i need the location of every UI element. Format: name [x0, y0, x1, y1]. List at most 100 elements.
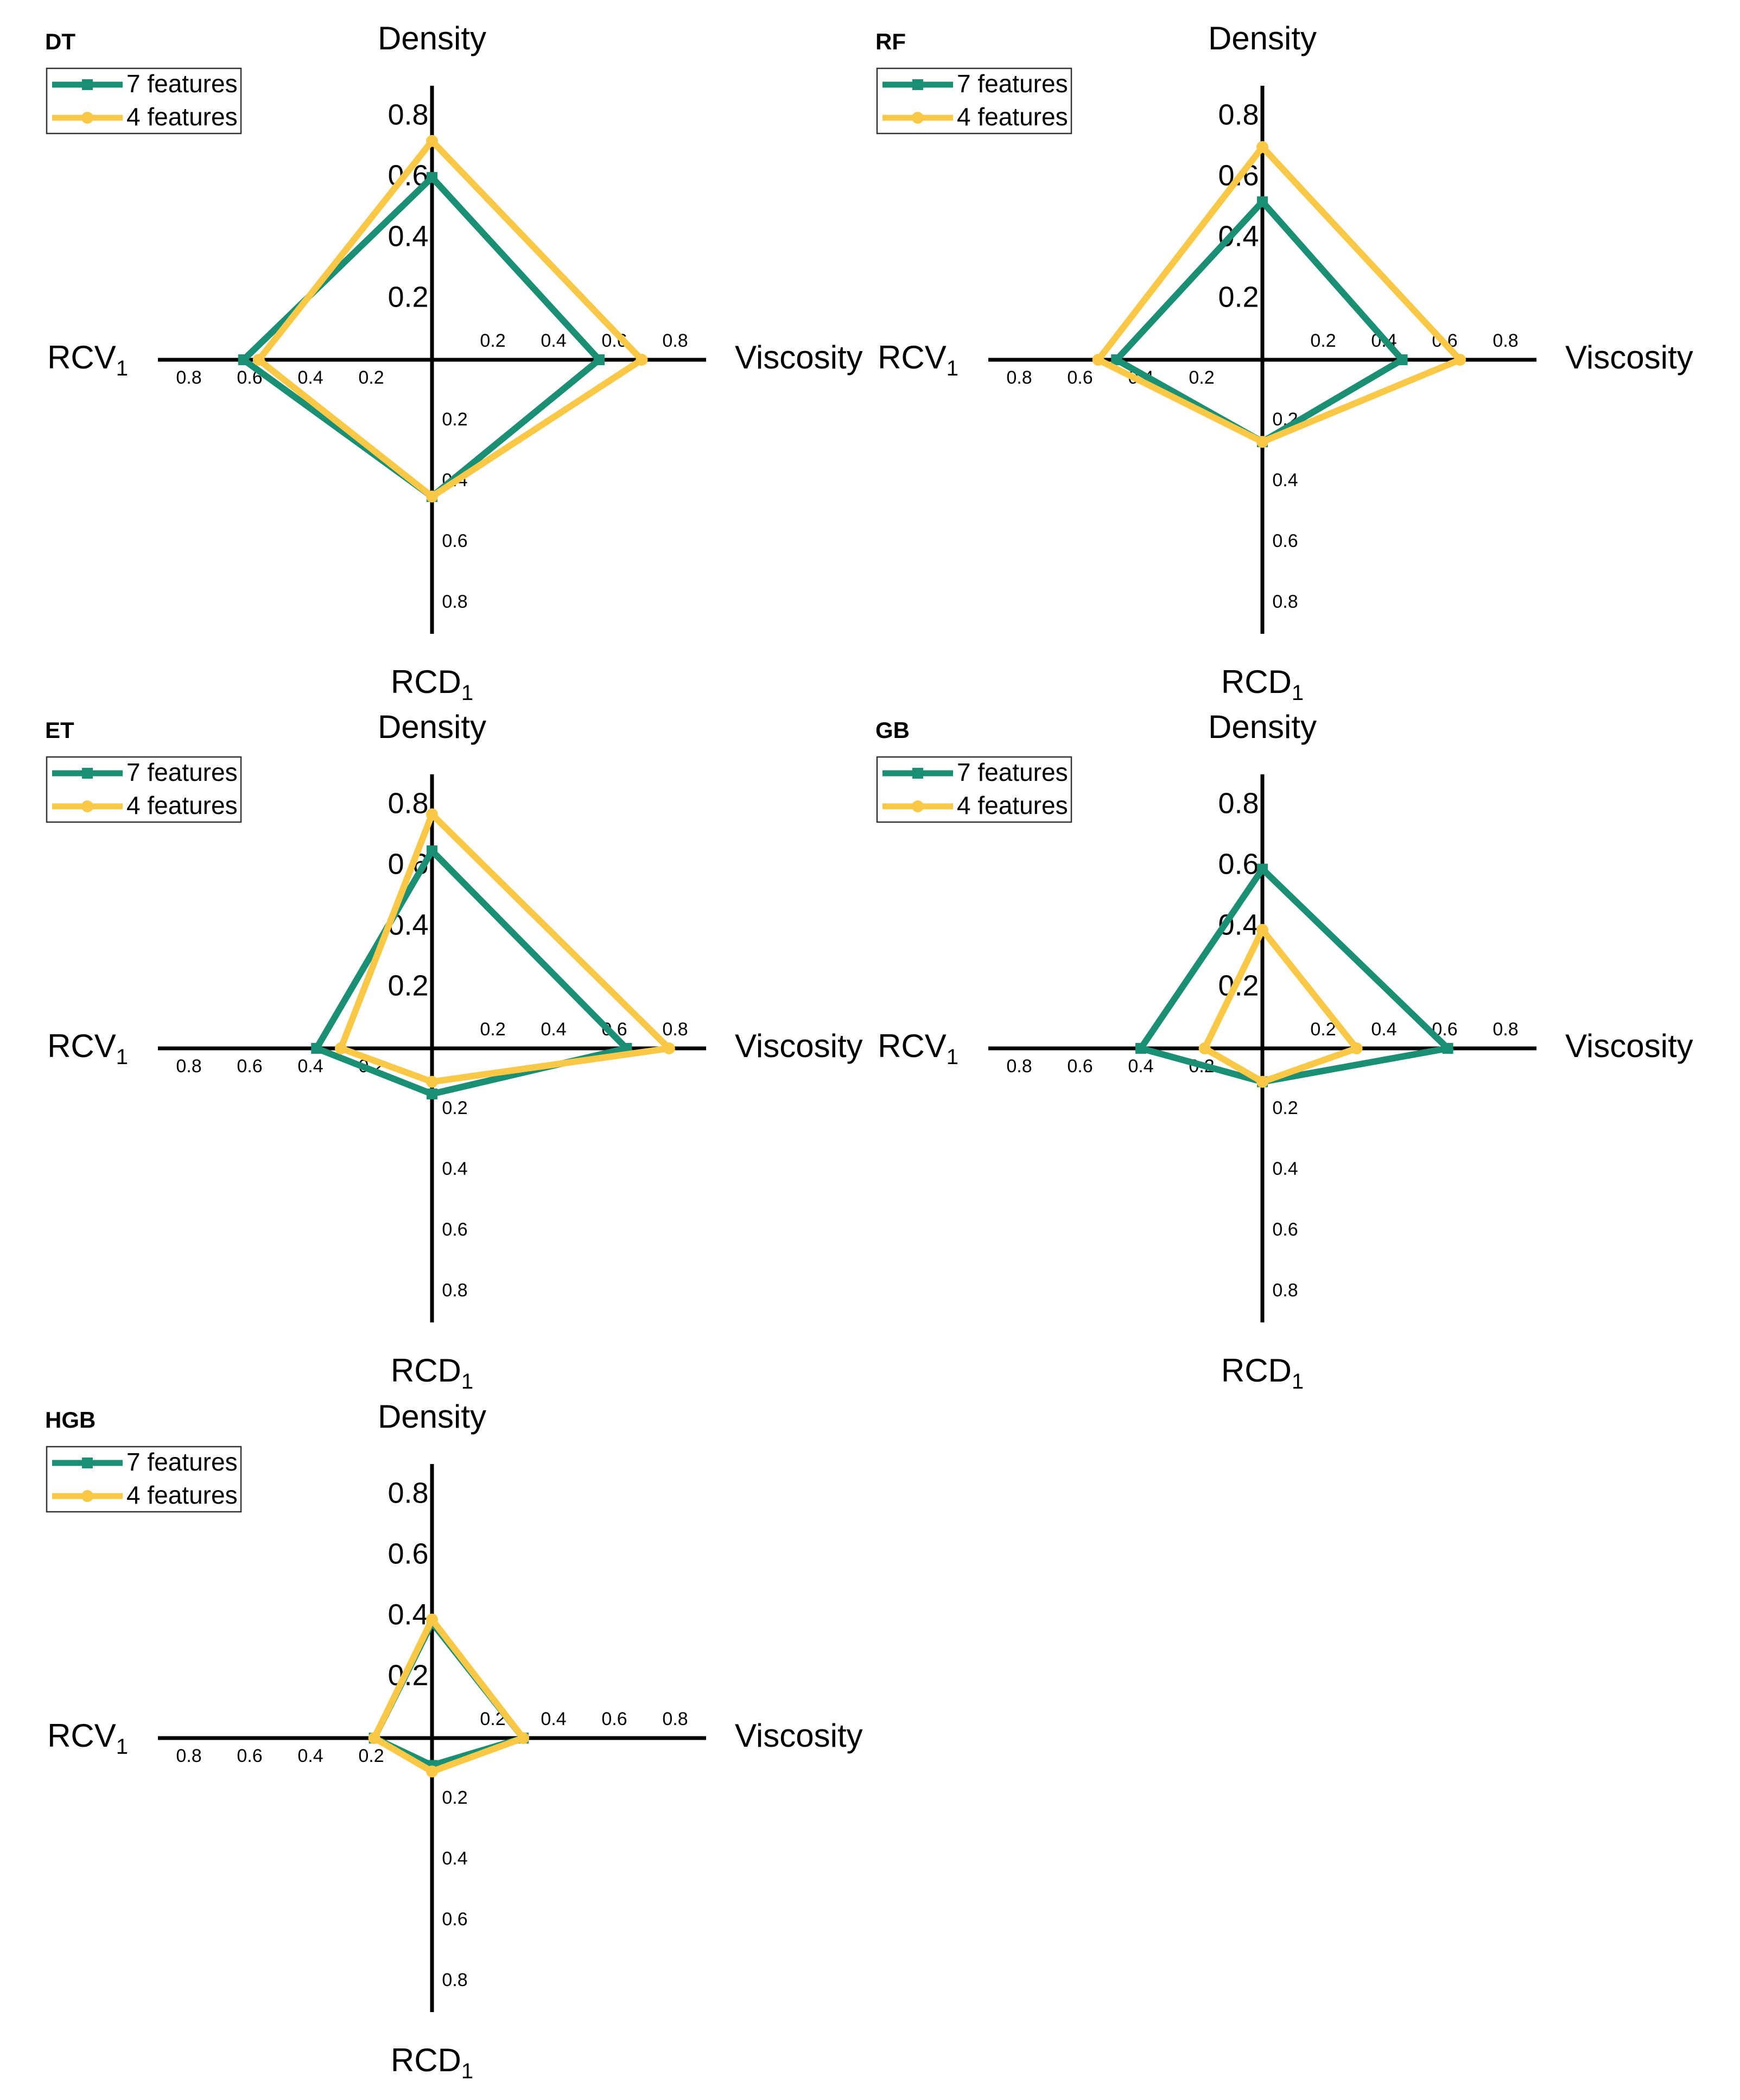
- bottom-axis-name-main: RCD: [391, 2042, 461, 2078]
- radar-panel-rf: 0.20.20.20.20.40.40.40.40.60.60.60.60.80…: [875, 20, 1693, 705]
- right-axis-tick-label: 0.8: [662, 1019, 688, 1040]
- top-axis-tick-label: 0.8: [388, 787, 428, 819]
- bottom-axis-name-main: RCD: [1221, 1352, 1292, 1389]
- legend-label: 7 features: [126, 758, 238, 786]
- legend-box: [46, 67, 242, 135]
- right-axis-tick-label: 0.4: [1371, 1019, 1396, 1040]
- left-axis-tick-label: 0.4: [297, 1746, 323, 1766]
- left-axis-name-subscript: 1: [116, 357, 128, 380]
- bottom-axis-tick-label: 0.4: [1272, 470, 1298, 491]
- top-axis-tick-label: 0.8: [1218, 787, 1259, 819]
- bottom-axis-name: RCD1: [1221, 1352, 1304, 1393]
- left-axis-name-main: RCV: [47, 1028, 116, 1064]
- radar-panel-gb: 0.20.20.20.20.40.40.40.40.60.60.60.60.80…: [875, 709, 1693, 1393]
- top-axis-tick-label: 0.2: [1218, 281, 1259, 313]
- marker-viscosity: [1350, 1042, 1363, 1054]
- bottom-axis-name-main: RCD: [1221, 664, 1292, 700]
- marker-density: [426, 808, 438, 820]
- left-axis-tick-label: 0.2: [358, 1746, 384, 1766]
- legend-label: 4 features: [126, 791, 238, 819]
- marker-rcd: [426, 491, 438, 502]
- marker-viscosity: [517, 1732, 529, 1744]
- marker-rcv: [368, 1732, 380, 1744]
- marker-viscosity: [636, 354, 648, 366]
- panel-title: RF: [875, 29, 906, 54]
- legend-box: [876, 67, 1072, 135]
- top-axis-name: Density: [1208, 709, 1317, 745]
- series-four-features: [252, 135, 648, 502]
- right-axis-tick-label: 0.6: [601, 1709, 627, 1729]
- left-axis-tick-label: 0.4: [1128, 1056, 1153, 1077]
- left-axis-tick-label: 0.6: [1067, 1056, 1093, 1077]
- marker-viscosity: [663, 1042, 675, 1054]
- right-axis-name: Viscosity: [1565, 1028, 1693, 1064]
- legend-marker: [82, 768, 93, 779]
- marker-density: [1257, 196, 1268, 207]
- right-axis-tick-label: 0.2: [480, 1019, 505, 1040]
- top-axis-name: Density: [1208, 20, 1317, 56]
- marker-rcd: [426, 1765, 438, 1778]
- left-axis-tick-label: 0.8: [1006, 1056, 1032, 1077]
- bottom-axis-tick-label: 0.6: [442, 1219, 467, 1240]
- series-seven-features: [1135, 863, 1455, 1087]
- series-four-features: [1092, 141, 1466, 448]
- left-axis-tick-label: 0.6: [237, 1056, 262, 1077]
- bottom-axis-tick-label: 0.2: [442, 1787, 467, 1808]
- bottom-axis-tick-label: 0.8: [1272, 591, 1298, 612]
- top-axis-tick-label: 0.8: [388, 1477, 428, 1509]
- legend-label: 4 features: [957, 791, 1068, 819]
- series-polygon: [1200, 924, 1362, 1086]
- right-axis-tick-label: 0.2: [1310, 1019, 1336, 1040]
- bottom-axis-tick-label: 0.8: [442, 591, 467, 612]
- left-axis-tick-label: 0.6: [1067, 367, 1093, 388]
- marker-density: [1256, 141, 1268, 153]
- bottom-axis-name-subscript: 1: [461, 681, 473, 705]
- bottom-axis-tick-label: 0.8: [1272, 1280, 1298, 1301]
- left-axis-name-subscript: 1: [947, 1045, 958, 1069]
- panel-title: ET: [45, 717, 74, 743]
- marker-density: [1257, 863, 1268, 875]
- bottom-axis-name: RCD1: [391, 2042, 473, 2083]
- left-axis-tick-label: 0.8: [176, 1746, 201, 1766]
- bottom-axis-tick-label: 0.2: [442, 1098, 467, 1118]
- right-axis-tick-label: 0.4: [541, 330, 566, 351]
- top-axis-tick-label: 0.6: [1218, 848, 1259, 880]
- bottom-axis-tick-label: 0.6: [1272, 1219, 1298, 1240]
- marker-rcv: [335, 1042, 347, 1054]
- left-axis-name: RCV1: [47, 1028, 128, 1069]
- legend-label: 7 features: [126, 1448, 238, 1476]
- panel-title: DT: [45, 29, 75, 54]
- legend-marker: [81, 800, 93, 812]
- bottom-axis-name-main: RCD: [391, 1352, 461, 1389]
- left-axis-name-main: RCV: [47, 339, 116, 376]
- right-axis-tick-label: 0.4: [541, 1019, 566, 1040]
- left-axis-tick-label: 0.8: [176, 1056, 201, 1077]
- marker-viscosity: [1442, 1043, 1453, 1054]
- marker-rcv: [1135, 1043, 1146, 1054]
- top-axis-tick-label: 0.4: [388, 220, 428, 252]
- right-axis-tick-label: 0.8: [1493, 1019, 1518, 1040]
- left-axis-tick-label: 0.4: [297, 1056, 323, 1077]
- series-seven-features: [1111, 196, 1408, 448]
- top-axis-tick-label: 0.2: [388, 281, 428, 313]
- bottom-axis-tick-label: 0.6: [1272, 531, 1298, 551]
- right-axis-name: Viscosity: [735, 339, 863, 376]
- right-axis-name: Viscosity: [735, 1717, 863, 1754]
- legend-label: 7 features: [126, 69, 238, 98]
- series-four-features: [1198, 924, 1363, 1088]
- legend-marker: [81, 1490, 93, 1502]
- left-axis-name: RCV1: [47, 339, 128, 380]
- marker-density: [427, 845, 437, 856]
- legend-box: [46, 1446, 242, 1513]
- radar-panel-dt: 0.20.20.20.20.40.40.40.40.60.60.60.60.80…: [45, 20, 863, 705]
- legend-marker: [912, 79, 923, 90]
- bottom-axis-tick-label: 0.4: [442, 1159, 467, 1179]
- bottom-axis-tick-label: 0.6: [442, 1909, 467, 1930]
- right-axis-tick-label: 0.8: [662, 1709, 688, 1729]
- legend-marker: [912, 800, 924, 812]
- bottom-axis-name-subscript: 1: [461, 2059, 473, 2083]
- top-axis-tick-label: 0.4: [388, 1598, 428, 1631]
